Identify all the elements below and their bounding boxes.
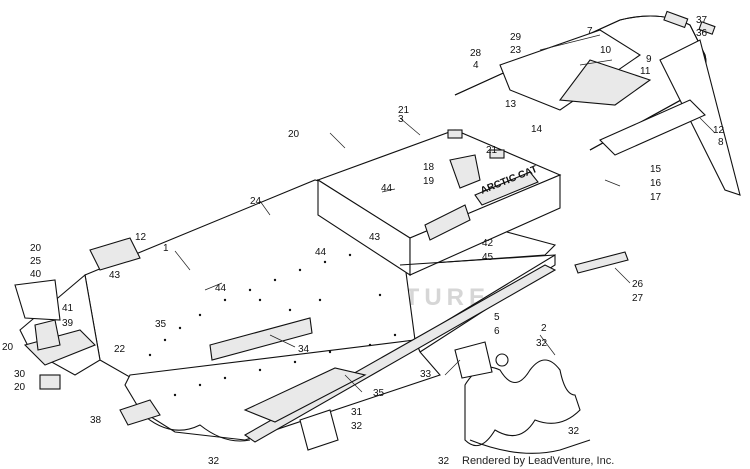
callout-label: 43 — [109, 270, 121, 281]
callout-label: 36 — [696, 28, 708, 39]
callout-label: 39 — [62, 318, 74, 329]
callout-label: 21 — [486, 145, 498, 156]
callout-label: 44 — [215, 283, 227, 294]
callout-label: 32 — [536, 338, 548, 349]
callout-label: 18 — [423, 162, 435, 173]
rendered-by-credit: Rendered by LeadVenture, Inc. — [462, 455, 614, 467]
callout-label: 15 — [650, 164, 662, 175]
callout-label: 43 — [369, 232, 381, 243]
callout-label: 14 — [531, 124, 543, 135]
mounting-plates — [299, 341, 493, 451]
callout-label: 6 — [494, 326, 500, 337]
rear-tunnel-box: ARCTIC CAT — [316, 129, 562, 277]
callout-label: 19 — [423, 176, 435, 187]
callout-label: 41 — [62, 303, 74, 314]
callout-label: 45 — [482, 252, 494, 263]
callout-label: 20 — [14, 382, 26, 393]
leader-lines — [174, 34, 716, 393]
side-parts — [399, 251, 629, 274]
callout-label: 12 — [135, 232, 147, 243]
callout-labels: 1 2 3 4 5 6 7 8 9 10 11 12 12 13 14 15 1… — [2, 15, 725, 467]
callout-label: 34 — [298, 344, 310, 355]
callout-label: 12 — [713, 125, 725, 136]
callout-label: 23 — [510, 45, 522, 56]
callout-label: 40 — [30, 269, 42, 280]
rear-frame-bracket — [464, 353, 591, 454]
callout-label: 22 — [114, 344, 126, 355]
callout-label: 3 — [398, 114, 404, 125]
callout-label: 11 — [640, 66, 651, 77]
callout-label: 5 — [494, 312, 500, 323]
callout-label: 33 — [420, 369, 432, 380]
callout-label: 28 — [470, 48, 482, 59]
callout-label: 13 — [505, 99, 517, 110]
callout-label: 9 — [646, 54, 652, 65]
callout-label: 32 — [568, 426, 580, 437]
callout-label: 38 — [90, 415, 102, 426]
callout-label: 24 — [250, 196, 262, 207]
callout-label: 1 — [163, 243, 169, 254]
front-parts — [14, 237, 141, 390]
callout-label: 2 — [541, 323, 547, 334]
callout-label: 44 — [315, 247, 327, 258]
rear-grab-bar — [454, 10, 741, 196]
callout-label: 4 — [473, 60, 479, 71]
callout-label: 21 — [398, 105, 410, 116]
callout-label: 32 — [438, 456, 450, 467]
callout-label: 32 — [351, 421, 363, 432]
callout-label: 8 — [718, 137, 724, 148]
callout-label: 20 — [30, 243, 42, 254]
callout-label: 29 — [510, 32, 522, 43]
callout-label: 37 — [696, 15, 708, 26]
callout-label: 10 — [600, 45, 612, 56]
callout-label: 35 — [155, 319, 167, 330]
callout-label: 35 — [373, 388, 385, 399]
callout-label: 20 — [288, 129, 300, 140]
callout-label: 20 — [2, 342, 14, 353]
callout-label: 32 — [208, 456, 220, 467]
callout-label: 31 — [351, 407, 363, 418]
callout-label: 7 — [587, 26, 593, 37]
callout-label: 27 — [632, 293, 644, 304]
callout-label: 16 — [650, 178, 662, 189]
rivet-dots — [148, 253, 397, 397]
callout-label: 17 — [650, 192, 662, 203]
callout-label: 42 — [482, 238, 494, 249]
callout-label: 44 — [381, 183, 393, 194]
callout-label: 25 — [30, 256, 42, 267]
callout-label: 26 — [632, 279, 644, 290]
callout-label: 30 — [14, 369, 26, 380]
